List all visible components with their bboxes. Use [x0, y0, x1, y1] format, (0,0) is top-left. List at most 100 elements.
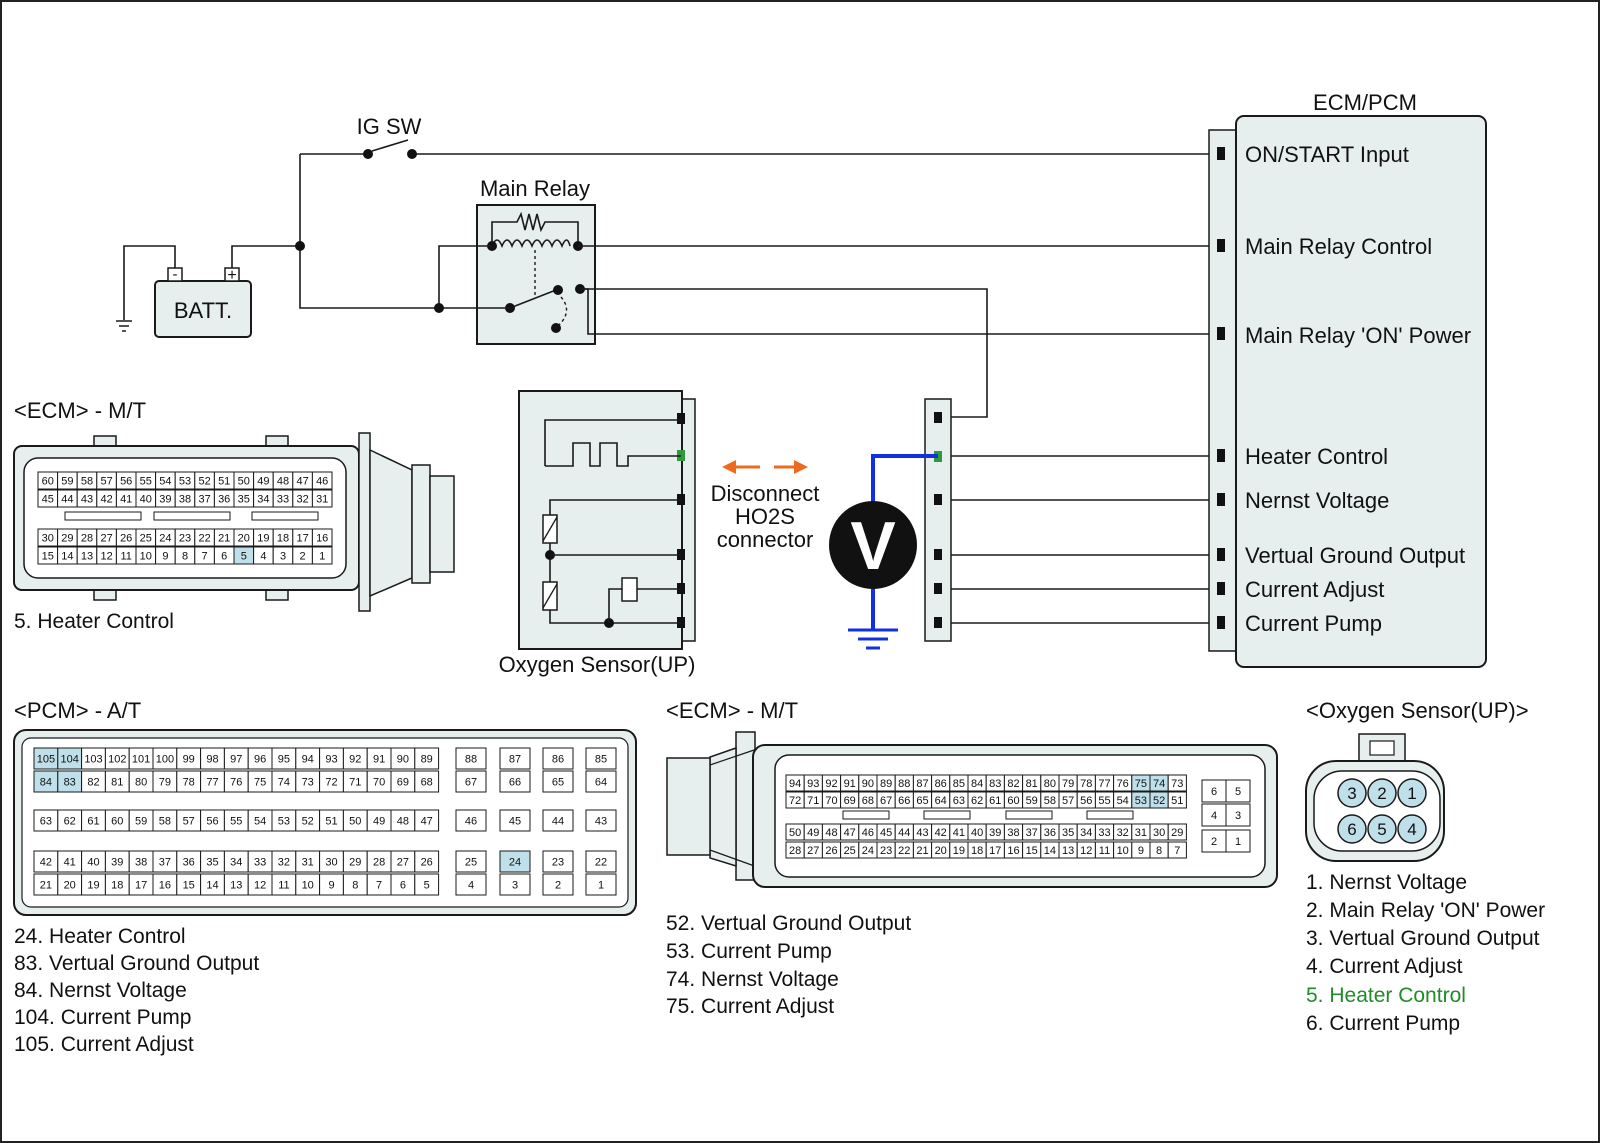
o2-legend-item: 5. Heater Control — [1306, 984, 1466, 1007]
pin-number: 9 — [328, 880, 334, 892]
pin-number: 89 — [421, 754, 433, 766]
pin-number: 51 — [325, 816, 337, 828]
pin-number: 87 — [916, 778, 928, 790]
pin-number: 83 — [989, 778, 1001, 790]
ecm-mt-center-legend-item: 52. Vertual Ground Output — [666, 912, 911, 935]
pin-number: 15 — [1026, 845, 1038, 857]
pin-cell — [455, 747, 487, 770]
ecm-terminal-label: Nernst Voltage — [1245, 488, 1389, 513]
pin-number: 9 — [1138, 845, 1144, 857]
pin-number: 65 — [552, 777, 564, 789]
pin-number: 47 — [296, 476, 308, 488]
pin-number: 14 — [1044, 845, 1056, 857]
pin-number: 81 — [1026, 778, 1038, 790]
pin-number: 7 — [1174, 845, 1180, 857]
pin-number: 73 — [302, 777, 314, 789]
pin-number: 44 — [552, 816, 564, 828]
meter-ground-icon — [848, 628, 898, 650]
pin-number: 39 — [989, 827, 1001, 839]
pin-cell — [414, 850, 440, 873]
pin-number: 84 — [971, 778, 983, 790]
pin-number: 15 — [42, 551, 54, 563]
pin-number: 78 — [1080, 778, 1092, 790]
pin-number: 28 — [789, 845, 801, 857]
pin-number: 13 — [81, 551, 93, 563]
pin-number: 63 — [953, 795, 965, 807]
pin-number: 22 — [595, 857, 607, 869]
pin-number: 54 — [1117, 795, 1129, 807]
pin-number: 36 — [218, 494, 230, 506]
pin-number: 100 — [156, 754, 174, 766]
pin-number: 72 — [789, 795, 801, 807]
pin-number: 20 — [238, 533, 250, 545]
pin-number: 41 — [953, 827, 965, 839]
pin-cell — [414, 747, 440, 770]
pin-number: 85 — [595, 754, 607, 766]
pin-number: 4 — [1211, 810, 1217, 822]
pin-number: 41 — [64, 857, 76, 869]
pin-number: 70 — [373, 777, 385, 789]
pin-number: 20 — [935, 845, 947, 857]
pin-number: 18 — [111, 880, 123, 892]
o2-pin-number: 1 — [1407, 784, 1416, 803]
ecm-mt-center-legend-item: 75. Current Adjust — [666, 995, 834, 1018]
pin-number: 57 — [1062, 795, 1074, 807]
pin-number: 88 — [898, 778, 910, 790]
pin-number: 76 — [1117, 778, 1129, 790]
pin-number: 22 — [198, 533, 210, 545]
pin-number: 90 — [862, 778, 874, 790]
pin-cell — [455, 850, 487, 873]
connector-key-slot — [1086, 810, 1134, 820]
pin-number: 19 — [87, 880, 99, 892]
pin-number: 97 — [230, 754, 242, 766]
pin-number: 69 — [397, 777, 409, 789]
o2-legend-item: 6. Current Pump — [1306, 1012, 1460, 1035]
pin-number: 16 — [159, 880, 171, 892]
pin-number: 56 — [1080, 795, 1092, 807]
ig-switch-contact-right — [407, 149, 417, 159]
pin-number: 52 — [1153, 795, 1165, 807]
pin-number: 103 — [84, 754, 102, 766]
pin-number: 70 — [825, 795, 837, 807]
pin-number: 5 — [424, 880, 430, 892]
pin-cell — [585, 809, 617, 832]
pin-number: 62 — [971, 795, 983, 807]
main-relay-box — [476, 204, 596, 345]
pin-number: 73 — [1171, 778, 1183, 790]
o2-pin — [1337, 778, 1367, 808]
pin-cell — [542, 747, 574, 770]
pin-cell — [585, 770, 617, 793]
pin-number: 49 — [257, 476, 269, 488]
ecm-terminal-label: Main Relay Control — [1245, 234, 1432, 259]
pin-number: 44 — [898, 827, 910, 839]
pin-number: 55 — [1098, 795, 1110, 807]
pin-number: 37 — [198, 494, 210, 506]
pin-number: 34 — [1080, 827, 1092, 839]
pin-number: 8 — [1156, 845, 1162, 857]
pin-number: 51 — [218, 476, 230, 488]
pcm-at-legend-item: 104. Current Pump — [14, 1006, 191, 1029]
pin-number: 98 — [206, 754, 218, 766]
pin-number: 34 — [257, 494, 269, 506]
pin-number: 67 — [880, 795, 892, 807]
pin-number: 46 — [465, 816, 477, 828]
o2-legend-item: 1. Nernst Voltage — [1306, 871, 1467, 894]
pin-number: 19 — [257, 533, 269, 545]
pin-number: 11 — [120, 551, 131, 563]
pin-number: 13 — [230, 880, 242, 892]
pin-number: 48 — [825, 827, 837, 839]
pin-number: 91 — [373, 754, 385, 766]
pin-cell — [585, 873, 617, 896]
pin-number: 93 — [807, 778, 819, 790]
pin-cell — [499, 770, 531, 793]
pin-number: 20 — [64, 880, 76, 892]
o2-pin-number: 5 — [1377, 820, 1386, 839]
connector-key-slot — [842, 810, 890, 820]
pin-number: 42 — [40, 857, 52, 869]
pin-number: 2 — [300, 551, 306, 563]
pin-number: 92 — [349, 754, 361, 766]
pin-cell — [311, 528, 333, 547]
